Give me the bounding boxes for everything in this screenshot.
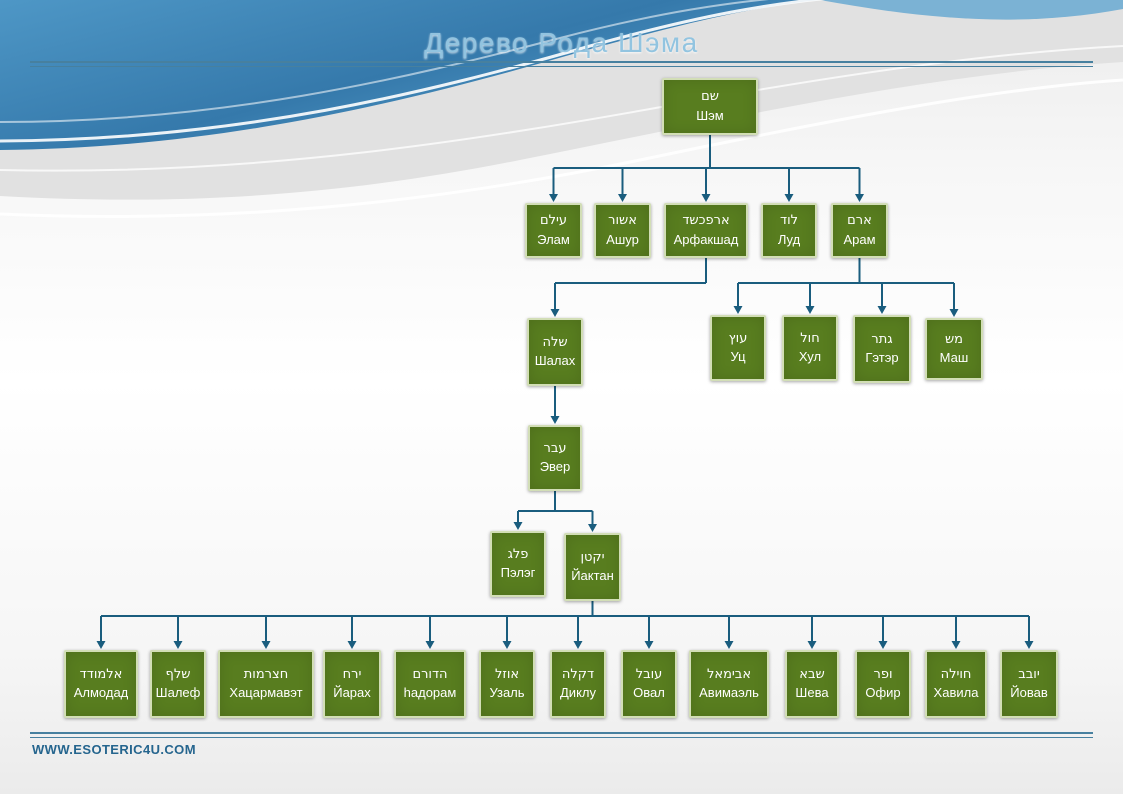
node-hebrew-label: חצרמות	[243, 666, 289, 682]
node-russian-label: Ашур	[606, 231, 639, 247]
footer-divider-line-2	[30, 737, 1093, 738]
node-russian-label: Шэм	[696, 107, 724, 123]
header-wave-decoration	[0, 0, 1123, 219]
tree-node-obal: עובל Овал	[621, 650, 677, 718]
node-hebrew-label: גתר	[871, 331, 893, 347]
node-hebrew-label: לוד	[779, 213, 799, 229]
node-hebrew-label: יקטן	[580, 549, 605, 565]
node-russian-label: Шалеф	[155, 685, 201, 700]
tree-node-lud: לוד Луд	[761, 203, 817, 258]
node-hebrew-label: עבר	[543, 440, 567, 456]
tree-node-gether: גתר Гэтэр	[853, 315, 911, 383]
node-hebrew-label: עילם	[539, 213, 568, 229]
node-hebrew-label: חוילה	[940, 666, 972, 682]
node-hebrew-label: שלף	[165, 666, 191, 682]
node-hebrew-label: דקלה	[561, 666, 595, 682]
node-hebrew-label: אוזל	[494, 666, 520, 682]
footer-link[interactable]: WWW.ESOTERIC4U.COM	[32, 742, 196, 757]
tree-node-diklah: דקלה Диклу	[550, 650, 606, 718]
tree-node-aram: ארם Арам	[831, 203, 888, 258]
node-russian-label: Гэтэр	[865, 350, 899, 365]
node-russian-label: Алмодад	[73, 685, 129, 700]
node-hebrew-label: עובל	[635, 666, 663, 682]
title-divider-line-1	[30, 61, 1093, 63]
tree-node-joktan: יקטן Йактан	[564, 533, 621, 601]
node-russian-label: Уц	[730, 349, 746, 364]
tree-node-havilah: חוילה Хавила	[925, 650, 987, 718]
node-russian-label: Пэлэг	[500, 565, 536, 580]
tree-node-almodad: אלמודד Алмодад	[64, 650, 138, 718]
tree-node-ashur: אשור Ашур	[594, 203, 651, 258]
node-hebrew-label: ופר	[873, 666, 893, 682]
node-russian-label: Овал	[633, 685, 665, 700]
node-russian-label: Арам	[843, 231, 876, 247]
tree-node-sheba: שבא Шева	[785, 650, 839, 718]
tree-node-ophir: ופר Офир	[855, 650, 911, 718]
tree-node-uzal: אוזל Узаль	[479, 650, 535, 718]
node-russian-label: Луд	[777, 231, 801, 247]
node-hebrew-label: מש	[944, 331, 964, 347]
node-russian-label: Маш	[939, 350, 969, 365]
node-russian-label: Диклу	[560, 685, 596, 700]
node-russian-label: Шалах	[534, 353, 576, 368]
node-hebrew-label: אשור	[608, 213, 637, 229]
node-russian-label: Узаль	[489, 685, 525, 700]
node-russian-label: Элам	[537, 231, 570, 247]
node-hebrew-label: הדורם	[412, 666, 448, 682]
node-russian-label: Офир	[865, 685, 901, 700]
tree-node-elam: עילם Элам	[525, 203, 582, 258]
node-russian-label: Йовав	[1010, 685, 1048, 700]
node-hebrew-label: ירח	[342, 666, 362, 682]
node-hebrew-label: עוץ	[728, 330, 748, 346]
tree-node-shem: שם Шэм	[662, 78, 758, 135]
node-hebrew-label: אבימאל	[706, 666, 752, 682]
tree-node-hul: חול Хул	[782, 315, 838, 381]
node-russian-label: Йарах	[333, 685, 371, 700]
node-hebrew-label: שבא	[799, 666, 825, 682]
tree-node-shalah: שלה Шалах	[527, 318, 583, 386]
tree-node-arpachshad: ארפכשד Арфакшад	[664, 203, 748, 258]
node-hebrew-label: ארם	[847, 213, 872, 229]
node-hebrew-label: שלה	[542, 334, 568, 350]
node-russian-label: Шева	[795, 685, 829, 700]
node-hebrew-label: אלמודד	[79, 666, 123, 682]
node-hebrew-label: שם	[701, 89, 719, 105]
node-hebrew-label: חול	[800, 330, 820, 346]
tree-node-jobab: יובב Йовав	[1000, 650, 1058, 718]
tree-node-hadoram: הדורם hадорам	[394, 650, 466, 718]
node-hebrew-label: פלג	[507, 546, 529, 562]
node-hebrew-label: יובב	[1018, 666, 1040, 682]
tree-node-peleg: פלג Пэлэг	[490, 531, 546, 597]
footer-divider-line-1	[30, 732, 1093, 734]
tree-node-ever: עבר Эвер	[528, 425, 582, 491]
node-russian-label: Авимаэль	[699, 685, 759, 700]
node-russian-label: Хавила	[933, 685, 979, 700]
node-russian-label: Хул	[798, 349, 822, 364]
tree-node-abimael: אבימאל Авимаэль	[689, 650, 769, 718]
node-russian-label: hадорам	[403, 685, 457, 700]
page-title: Дерево Рода Шэма	[424, 27, 699, 58]
tree-node-hazarmaveth: חצרמות Хацармавэт	[218, 650, 314, 718]
tree-node-mash: מש Маш	[925, 318, 983, 380]
tree-node-jerah: ירח Йарах	[323, 650, 381, 718]
node-russian-label: Йактан	[571, 568, 614, 583]
node-russian-label: Хацармавэт	[229, 685, 303, 700]
tree-node-uz: עוץ Уц	[710, 315, 766, 381]
node-russian-label: Эвер	[539, 459, 571, 474]
node-hebrew-label: ארפכשד	[682, 213, 730, 229]
tree-node-sheleph: שלף Шалеф	[150, 650, 206, 718]
node-russian-label: Арфакшад	[673, 231, 739, 247]
title-divider-line-2	[30, 66, 1093, 67]
